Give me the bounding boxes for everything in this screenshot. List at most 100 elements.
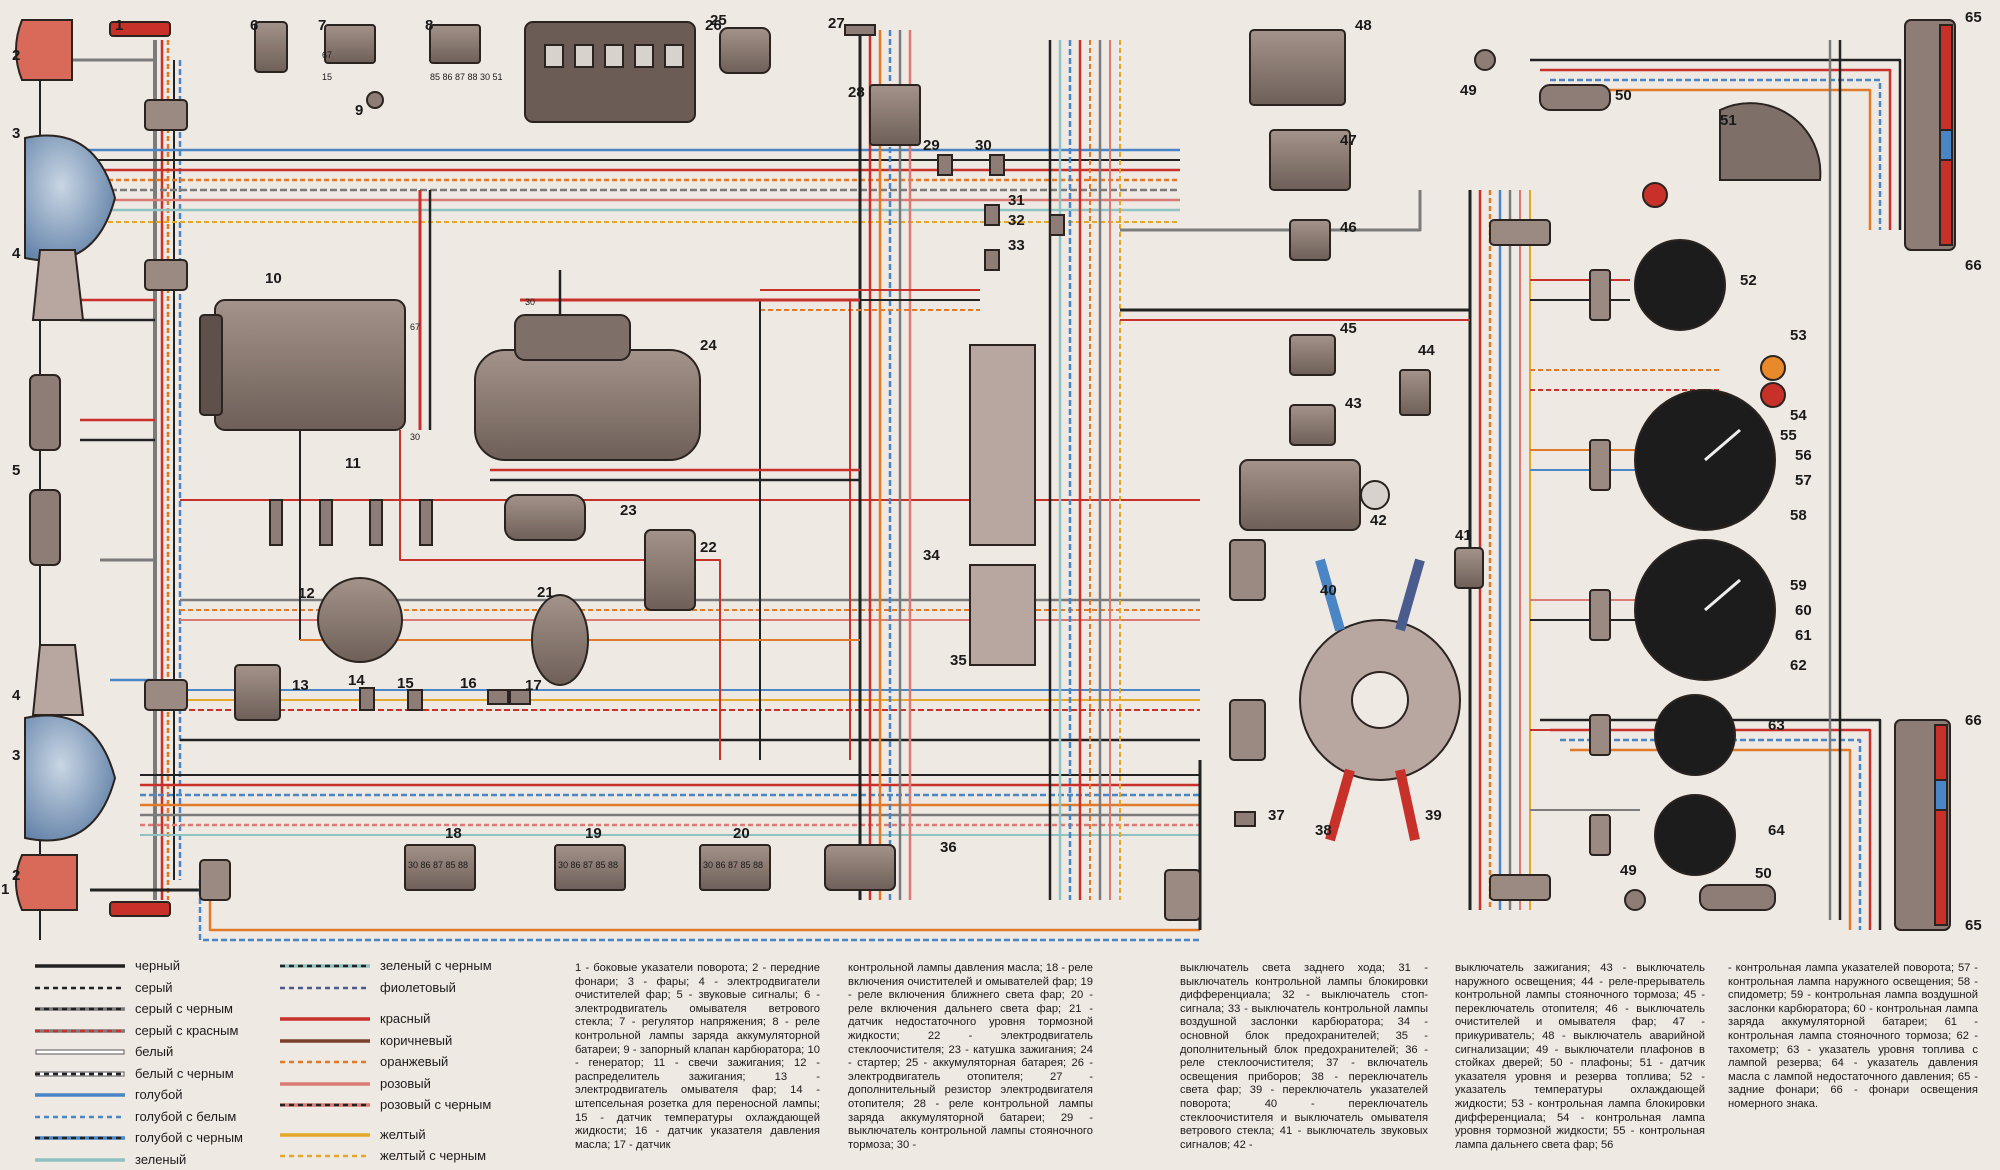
- reverse-light-switch: [990, 155, 1004, 175]
- component-number-11: 11: [345, 455, 361, 472]
- dome-light-bottom: [1700, 885, 1775, 910]
- horn-switch: [1455, 548, 1483, 588]
- component-number-6: 6: [250, 17, 258, 34]
- legend-label: розовый с черным: [380, 1094, 491, 1116]
- caption-column-4: выключатель зажигания; 43 - выключатель …: [1455, 962, 1705, 1157]
- pin-label: 67: [322, 50, 332, 60]
- component-number-7: 7: [318, 17, 326, 34]
- legend-swatch: [280, 1151, 370, 1161]
- component-number-52: 52: [1740, 272, 1757, 289]
- battery-charge-relay: [870, 85, 920, 145]
- legend-swatch: [35, 1133, 125, 1143]
- headlight-wiper-switch: [1290, 220, 1330, 260]
- front-lamp-top: [16, 20, 72, 80]
- legend-swatch: [280, 1079, 370, 1089]
- component-number-33: 33: [1008, 237, 1025, 254]
- component-number-44: 44: [1418, 342, 1435, 359]
- component-number-40: 40: [1320, 582, 1337, 599]
- legend-swatch: [280, 1057, 370, 1067]
- component-number-4: 4: [12, 687, 21, 704]
- component-number-53: 53: [1790, 327, 1807, 344]
- parking-brake-switch: [938, 155, 952, 175]
- component-number-36: 36: [940, 839, 957, 856]
- headlight-top: [25, 136, 115, 261]
- pin-label: 85 86 87 88 30 51: [430, 72, 503, 82]
- component-number-59: 59: [1790, 577, 1807, 594]
- component-number-34: 34: [923, 547, 940, 564]
- horn-bottom: [30, 490, 60, 565]
- legend-swatch: [35, 1069, 125, 1079]
- legend-label: оранжевый: [380, 1051, 448, 1073]
- component-number-4: 4: [12, 245, 21, 262]
- carburetor-cutoff-valve: [367, 92, 383, 108]
- headlight-washer-motor: [235, 665, 280, 720]
- coolant-temp-sensor: [408, 690, 422, 710]
- legend-label: розовый: [380, 1073, 431, 1095]
- component-number-32: 32: [1008, 212, 1025, 229]
- component-number-29: 29: [923, 137, 940, 154]
- component-number-66: 66: [1965, 257, 1982, 274]
- component-number-62: 62: [1790, 657, 1807, 674]
- component-number-39: 39: [1425, 807, 1442, 824]
- legend-label: желтый с черным: [380, 1145, 486, 1167]
- legend-label: голубой: [135, 1084, 183, 1106]
- pin-label: 30 86 87 85 88: [558, 860, 618, 870]
- legend-entry-gray: серый: [35, 977, 285, 999]
- component-number-10: 10: [265, 270, 282, 287]
- dome-light-top: [1540, 85, 1610, 110]
- legend-swatch: [280, 1014, 370, 1024]
- heater-resistor: [845, 25, 875, 35]
- component-number-58: 58: [1790, 507, 1807, 524]
- side-turn-indicator-bottom: [110, 902, 170, 916]
- legend-entry-pink-black: розовый с черным: [280, 1094, 530, 1116]
- fuel-gauge: [1655, 695, 1735, 775]
- component-number-26: 26: [705, 17, 722, 34]
- component-number-30: 30: [975, 137, 992, 154]
- component-number-15: 15: [397, 675, 414, 692]
- legend-swatch: [280, 983, 370, 993]
- legend-label: черный: [135, 955, 180, 977]
- legend-label: зеленый: [135, 1149, 186, 1170]
- legend-entry-blue-white: голубой с белым: [35, 1106, 285, 1128]
- component-number-55: 55: [1780, 427, 1797, 444]
- hazard-switch: [1250, 30, 1345, 105]
- stop-light-switch: [1050, 215, 1064, 235]
- legend-label: серый: [135, 977, 173, 999]
- headlight-bottom: [25, 716, 115, 841]
- inspection-lamp-socket: [360, 688, 374, 710]
- legend-label: коричневый: [380, 1030, 452, 1052]
- charge-lamp-relay: [430, 25, 480, 63]
- legend-entry-blue: голубой: [35, 1084, 285, 1106]
- component-number-5: 5: [12, 462, 20, 479]
- component-number-64: 64: [1768, 822, 1785, 839]
- component-number-17: 17: [525, 677, 542, 694]
- legend-swatch: [280, 961, 370, 971]
- component-number-31: 31: [1008, 192, 1025, 209]
- component-number-63: 63: [1768, 717, 1785, 734]
- legend-swatch: [35, 1090, 125, 1100]
- legend-label: серый с красным: [135, 1020, 238, 1042]
- component-number-3: 3: [12, 747, 20, 764]
- component-number-37: 37: [1268, 807, 1285, 824]
- ignition-coil: [505, 495, 585, 540]
- component-number-42: 42: [1370, 512, 1387, 529]
- legend-swatch: [35, 983, 125, 993]
- legend-entry-blue-black: голубой с черным: [35, 1127, 285, 1149]
- component-number-9: 9: [355, 102, 363, 119]
- legend-swatch: [35, 1155, 125, 1165]
- legend-swatch: [35, 1112, 125, 1122]
- component-number-50: 50: [1755, 865, 1772, 882]
- spark-plugs: [270, 500, 432, 545]
- extra-fuse-block: [970, 565, 1035, 665]
- legend-entry-violet: фиолетовый: [280, 977, 530, 999]
- component-number-24: 24: [700, 337, 717, 354]
- legend-swatch: [35, 1004, 125, 1014]
- legend-entry-green: зеленый: [35, 1149, 285, 1170]
- legend-label: голубой с черным: [135, 1127, 243, 1149]
- wiper-relay: [825, 845, 895, 890]
- caption-column-3: выключатель света заднего хода; 31 - вык…: [1180, 962, 1428, 1157]
- legend-entry-pink: розовый: [280, 1073, 530, 1095]
- legend-entry-orange: оранжевый: [280, 1051, 530, 1073]
- heater-motor: [720, 28, 770, 73]
